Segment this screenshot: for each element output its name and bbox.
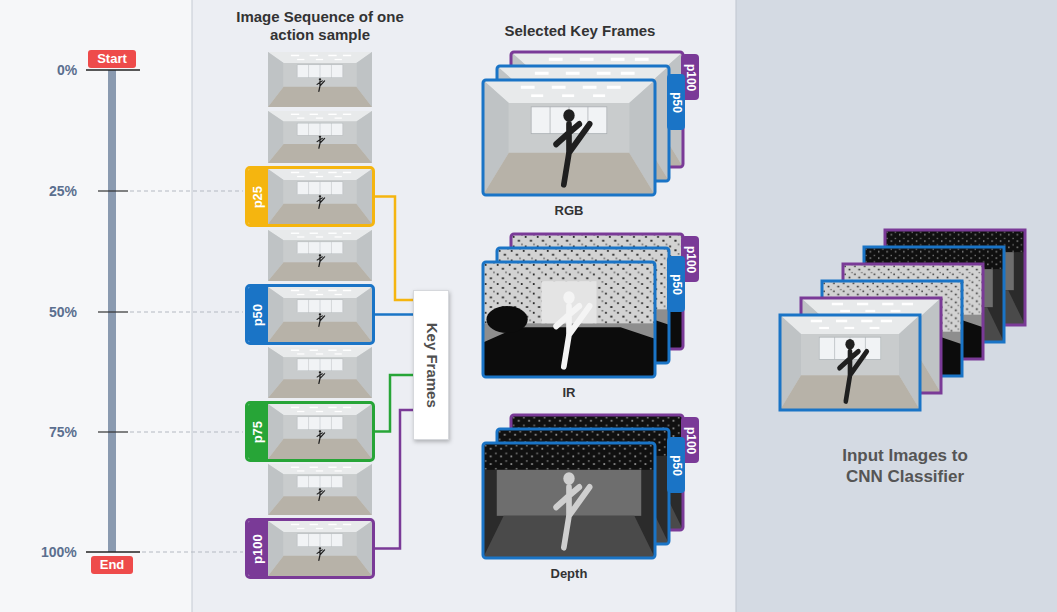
leader-lines — [130, 191, 243, 552]
depth-stack — [483, 415, 699, 558]
card-border — [780, 315, 920, 410]
timeline-bar — [108, 70, 116, 552]
timeline-tick — [98, 311, 128, 312]
frame-tab: p25 — [248, 169, 268, 224]
video-frame — [268, 347, 372, 398]
frame-tab: p75 — [248, 404, 268, 459]
panel-caption: Input Images to CNN Classifier — [825, 445, 985, 488]
key-frame-image — [483, 443, 655, 558]
bracket-connector — [375, 375, 413, 432]
video-frame — [268, 52, 372, 107]
bracket-connector — [375, 410, 413, 549]
card-tab — [667, 256, 685, 312]
frame-tab: p50 — [248, 287, 268, 342]
input-panel — [736, 0, 1057, 612]
percent-label: 25% — [49, 183, 77, 199]
timeline-panel — [0, 0, 192, 612]
ir-stack — [483, 234, 699, 377]
key-frame-highlight: p50 — [245, 284, 375, 345]
timeline — [86, 70, 243, 552]
video-frame — [268, 230, 372, 281]
rgb-stack — [483, 52, 699, 195]
tab-label: p50 — [669, 274, 682, 295]
panel-divider — [736, 0, 737, 612]
video-frame — [268, 404, 372, 459]
tab-label: p100 — [684, 245, 697, 272]
frame-label: p75 — [251, 420, 265, 442]
column-title: Selected Key Frames — [505, 22, 656, 40]
percent-label: 0% — [57, 62, 77, 78]
video-frame — [268, 111, 372, 163]
tab-label: p100 — [684, 63, 697, 90]
frame-tab: p100 — [248, 521, 268, 576]
percent-label: 50% — [49, 304, 77, 320]
card-tab — [667, 437, 685, 493]
key-frame-highlight: p25 — [245, 166, 375, 227]
tab-label: p50 — [669, 455, 682, 476]
modality-label: IR — [563, 385, 576, 400]
key-frame-image — [483, 262, 655, 377]
frame-label: p100 — [251, 534, 265, 564]
key-frame-highlight: p75 — [245, 401, 375, 462]
key-frames-box: Key Frames — [413, 290, 449, 440]
sequence-panel — [192, 0, 736, 612]
bracket-connector — [375, 313, 413, 316]
video-frame — [268, 521, 372, 576]
column-title: Image Sequence of one action sample — [233, 8, 408, 44]
end-box: End — [91, 556, 134, 575]
timeline-end-line — [86, 551, 140, 553]
frame-sequence — [268, 52, 372, 576]
box-label: Start — [97, 52, 127, 67]
start-box: Start — [88, 50, 136, 69]
box-label: Key Frames — [423, 322, 440, 407]
box-label: End — [100, 558, 125, 573]
cnn-input-stack — [780, 230, 1025, 410]
video-frame — [268, 287, 372, 342]
tab-label: p50 — [669, 92, 682, 113]
card-tab — [667, 74, 685, 130]
percent-label: 75% — [49, 424, 77, 440]
percent-label: 100% — [41, 544, 77, 560]
frame-label: p50 — [251, 303, 265, 325]
card-border — [483, 80, 655, 195]
timeline-tick — [98, 190, 128, 191]
video-frame — [268, 169, 372, 224]
panel-divider — [192, 0, 193, 612]
modality-label: Depth — [551, 566, 588, 581]
frame-label: p25 — [251, 185, 265, 207]
video-frame — [268, 464, 372, 515]
tab-label: p100 — [684, 426, 697, 453]
input-image — [780, 315, 920, 410]
timeline-tick — [98, 431, 128, 432]
card-border — [483, 262, 655, 377]
card-border — [483, 443, 655, 558]
key-frame-image — [483, 80, 655, 195]
bracket-connector — [375, 197, 413, 301]
timeline-end-line — [86, 69, 140, 71]
modality-label: RGB — [555, 203, 584, 218]
key-frame-highlight: p100 — [245, 518, 375, 579]
